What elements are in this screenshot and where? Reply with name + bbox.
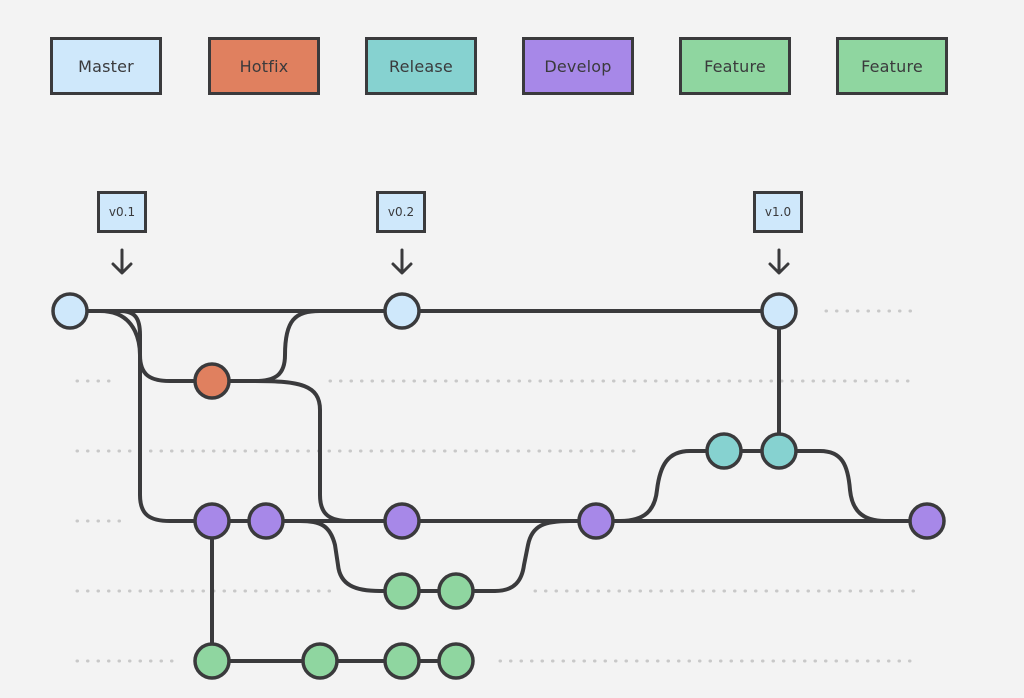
legend-feature: Feature: [679, 37, 791, 95]
commit-feature-2: [383, 642, 421, 680]
commit-master: [760, 292, 798, 330]
arrow-down-icon: [768, 248, 790, 275]
commit-release: [705, 432, 743, 470]
legend-feature-2: Feature: [836, 37, 948, 95]
legend-release: Release: [365, 37, 477, 95]
commit-master: [51, 292, 89, 330]
commit-feature-2: [193, 642, 231, 680]
arrow-down-icon: [111, 248, 133, 275]
tag-v0-1: v0.1: [97, 191, 147, 233]
legend-master: Master: [50, 37, 162, 95]
commit-develop: [193, 502, 231, 540]
commit-develop: [577, 502, 615, 540]
release-branch-out: [618, 449, 781, 523]
tag-v1-0: v1.0: [753, 191, 803, 233]
commit-feature-2: [301, 642, 339, 680]
legend-hotfix: Hotfix: [208, 37, 320, 95]
commit-develop: [247, 502, 285, 540]
commit-develop: [383, 502, 421, 540]
commit-develop: [908, 502, 946, 540]
commit-feature-2: [437, 642, 475, 680]
legend-develop: Develop: [522, 37, 634, 95]
connectors: [68, 309, 929, 663]
feature-merge-develop: [454, 519, 572, 593]
commit-master: [383, 292, 421, 330]
tag-v0-2: v0.2: [376, 191, 426, 233]
commit-feature: [383, 572, 421, 610]
release-merge-develop: [777, 449, 887, 523]
commit-release: [760, 432, 798, 470]
develop-branch-out: [118, 309, 214, 523]
arrow-down-icon: [391, 248, 413, 275]
commit-hotfix: [193, 362, 231, 400]
commits: [51, 292, 946, 680]
lane-guides: [75, 309, 916, 663]
hotfix-branch-out: [98, 309, 214, 383]
feature-branch-out: [298, 519, 458, 593]
commit-feature: [437, 572, 475, 610]
hotfix-merge-master: [210, 309, 322, 383]
